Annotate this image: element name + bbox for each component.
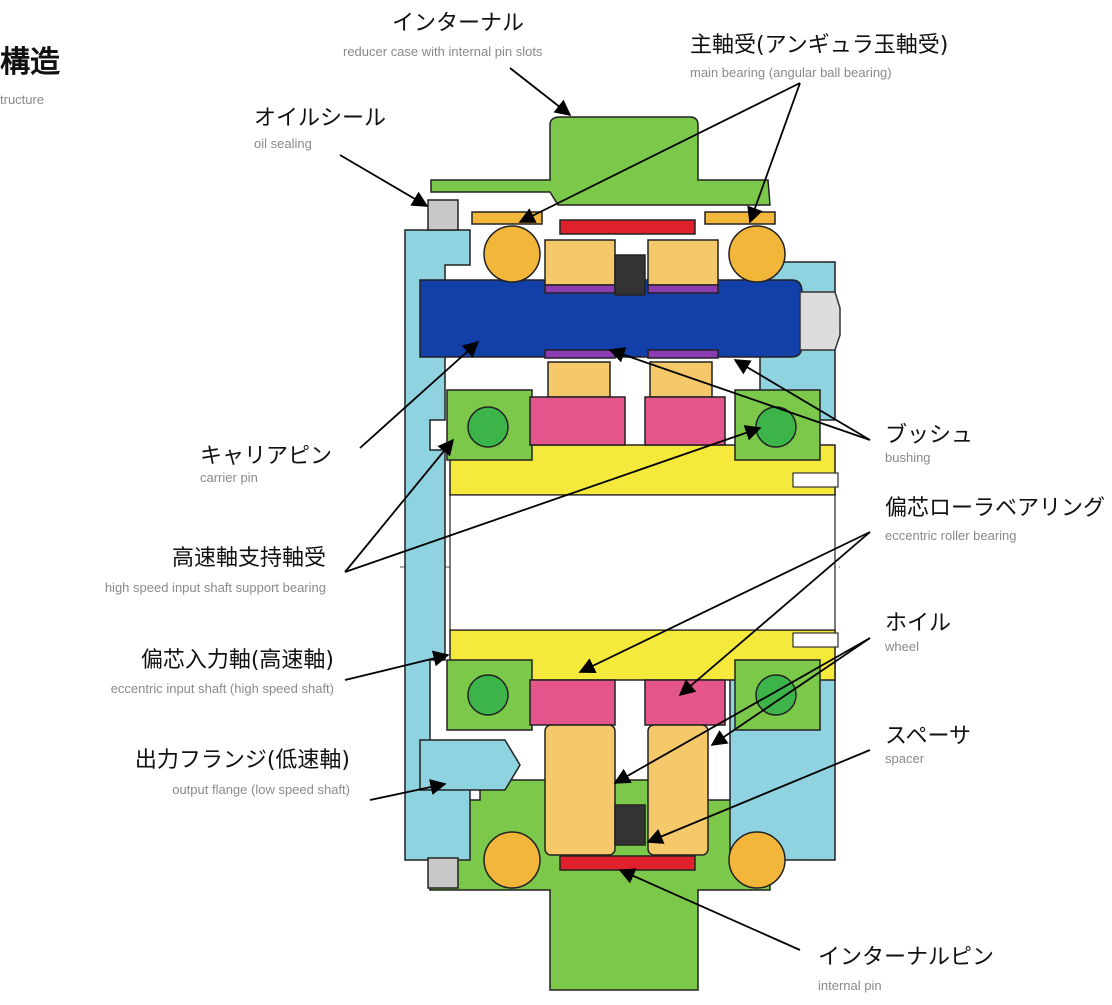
leader-spacer — [646, 749, 871, 844]
label-bushing-en: bushing — [885, 450, 931, 465]
internal-pin-bottom — [559, 855, 696, 871]
label-internal-pin-en: internal pin — [818, 978, 882, 993]
spacer-top — [614, 254, 646, 296]
oil-seal-top — [427, 199, 459, 231]
leader-main-bearing-1 — [518, 82, 801, 223]
leader-wheel-1 — [613, 637, 871, 784]
housing-top — [430, 116, 771, 206]
label-oil-seal-en: oil sealing — [254, 136, 312, 151]
label-eccentric-roller-bearing-en: eccentric roller bearing — [885, 528, 1017, 543]
leader-input-shaft — [344, 650, 450, 681]
reducer-drawing — [400, 116, 841, 991]
carrier-pin-nut — [799, 291, 841, 351]
label-bushing: ブッシュ bushing — [885, 423, 973, 465]
label-main-bearing-jp: 主軸受(アンギュラ玉軸受) — [690, 33, 948, 58]
label-carrier-pin: キャリアピン carrier pin — [200, 444, 332, 485]
label-output-flange-en: output flange (low speed shaft) — [172, 782, 350, 797]
label-carrier-pin-jp: キャリアピン — [200, 444, 332, 469]
support-bearing-ball-bl — [467, 674, 509, 716]
label-wheel-jp: ホイル — [885, 611, 951, 636]
roller-bearing-upper-right — [644, 396, 726, 446]
leader-output-flange — [369, 779, 447, 801]
main-bearing-ball-br — [728, 831, 786, 889]
label-main-bearing: 主軸受(アンギュラ玉軸受) main bearing (angular ball… — [690, 33, 948, 80]
leader-carrier-pin — [359, 340, 480, 449]
wheel-upper-right — [647, 239, 719, 286]
label-internal-en: reducer case with internal pin slots — [343, 44, 543, 59]
label-support-bearing-en: high speed input shaft support bearing — [105, 580, 326, 595]
label-bushing-jp: ブッシュ — [885, 423, 973, 448]
main-bearing-race-tr — [704, 211, 776, 225]
spacer-bottom — [614, 804, 646, 846]
screw-lower — [792, 632, 839, 648]
label-output-flange: 出力フランジ(低速軸) output flange (low speed sha… — [135, 748, 350, 797]
bushing-bottom-right — [647, 349, 719, 359]
leader-support-1 — [344, 438, 455, 573]
support-bearing-ball-tl — [467, 406, 509, 448]
leader-internal-pin — [618, 868, 801, 951]
label-output-flange-jp: 出力フランジ(低速軸) — [135, 748, 350, 773]
input-shaft-bore — [449, 494, 836, 631]
label-eccentric-roller-bearing-jp: 偏芯ローラベアリング — [885, 496, 1105, 521]
label-spacer: スペーサ spacer — [885, 724, 971, 766]
label-internal-pin: インターナルピン internal pin — [818, 945, 994, 993]
label-support-bearing-jp: 高速軸支持軸受 — [172, 546, 326, 571]
page-title: 構造 — [0, 45, 60, 80]
label-spacer-en: spacer — [885, 751, 925, 766]
main-bearing-race-tl — [471, 211, 543, 225]
leader-wheel-2 — [710, 637, 871, 746]
label-oil-seal: オイルシール oil sealing — [254, 106, 386, 151]
label-carrier-pin-en: carrier pin — [200, 470, 258, 485]
leader-support-2 — [344, 425, 762, 573]
label-wheel-en: wheel — [884, 639, 919, 654]
bushing-top-right — [647, 284, 719, 294]
label-spacer-jp: スペーサ — [885, 724, 971, 749]
label-eccentric-roller-bearing: 偏芯ローラベアリング eccentric roller bearing — [885, 496, 1105, 543]
label-internal-jp: インターナル — [392, 11, 524, 36]
leader-internal — [509, 67, 572, 116]
label-wheel: ホイル wheel — [884, 611, 951, 654]
label-input-shaft-en: eccentric input shaft (high speed shaft) — [111, 681, 334, 696]
roller-bearing-upper-left — [529, 396, 626, 446]
leader-roller-1 — [578, 531, 871, 673]
main-bearing-ball-tr — [728, 225, 786, 283]
bushing-top-left — [544, 284, 616, 294]
screw-upper — [792, 472, 839, 488]
label-input-shaft-jp: 偏芯入力軸(高速軸) — [141, 648, 334, 673]
label-oil-seal-jp: オイルシール — [254, 106, 386, 131]
label-input-shaft: 偏芯入力軸(高速軸) eccentric input shaft (high s… — [111, 648, 334, 696]
label-internal-pin-jp: インターナルピン — [818, 945, 994, 970]
wheel-lower-right — [647, 724, 709, 856]
label-main-bearing-en: main bearing (angular ball bearing) — [690, 65, 892, 80]
leader-bushing-1 — [608, 347, 871, 441]
main-bearing-ball-tl — [483, 225, 541, 283]
leader-oil-seal — [339, 154, 429, 207]
internal-pin-top — [559, 219, 696, 235]
main-bearing-ball-bl — [483, 831, 541, 889]
wheel-upper-left-2 — [547, 361, 611, 398]
output-flange-bolt — [419, 739, 521, 791]
leader-roller-2 — [678, 531, 871, 697]
roller-bearing-lower-right — [644, 679, 726, 726]
label-support-bearing: 高速軸支持軸受 high speed input shaft support b… — [105, 546, 326, 595]
wheel-lower-left — [544, 724, 616, 856]
leader-lines — [339, 67, 871, 951]
label-internal: インターナル reducer case with internal pin sl… — [343, 11, 543, 59]
support-bearing-ball-br — [755, 674, 797, 716]
page-subtitle: tructure — [0, 92, 44, 107]
leader-bushing-2 — [733, 359, 871, 441]
bushing-bottom-left — [544, 349, 616, 359]
oil-seal-bottom — [427, 857, 459, 889]
roller-bearing-lower-left — [529, 679, 616, 726]
wheel-upper-left — [544, 239, 616, 286]
leader-main-bearing-2 — [747, 82, 801, 224]
